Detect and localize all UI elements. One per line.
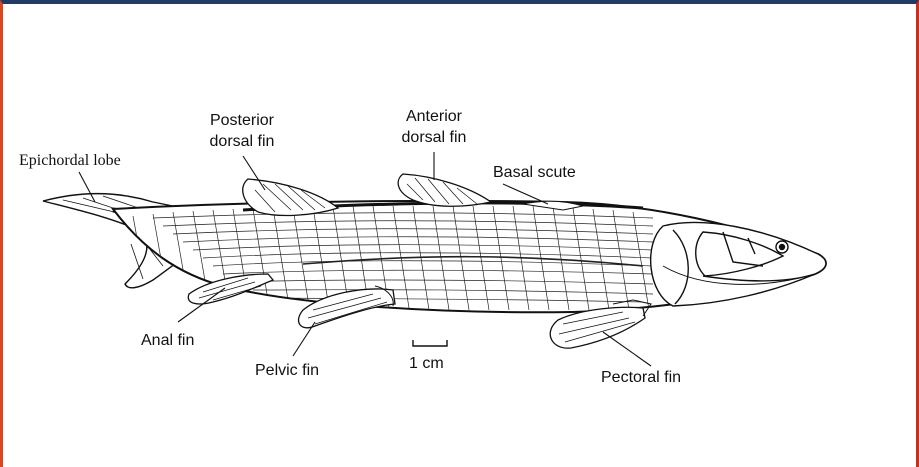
label-scale-bar: 1 cm: [409, 353, 444, 374]
fish-head: [651, 222, 826, 306]
label-anal-fin: Anal fin: [141, 330, 194, 351]
scale-bar: [413, 340, 447, 346]
label-anterior-dorsal-fin: Anterior dorsal fin: [389, 106, 479, 148]
label-basal-scute: Basal scute: [493, 162, 576, 183]
label-posterior-line2: dorsal fin: [197, 131, 287, 152]
label-anterior-line1: Anterior: [389, 106, 479, 127]
fish-illustration: [3, 4, 916, 467]
label-anterior-line2: dorsal fin: [389, 127, 479, 148]
label-posterior-dorsal-fin: Posterior dorsal fin: [197, 110, 287, 152]
posterior-dorsal-fin: [243, 179, 338, 215]
label-pectoral-fin: Pectoral fin: [601, 367, 681, 388]
diagram-canvas: Epichordal lobe Posterior dorsal fin Ant…: [3, 4, 916, 467]
label-pelvic-fin: Pelvic fin: [255, 360, 319, 381]
leader-pectoral-fin: [603, 332, 651, 366]
label-epichordal-lobe: Epichordal lobe: [19, 150, 121, 171]
label-posterior-line1: Posterior: [197, 110, 287, 131]
